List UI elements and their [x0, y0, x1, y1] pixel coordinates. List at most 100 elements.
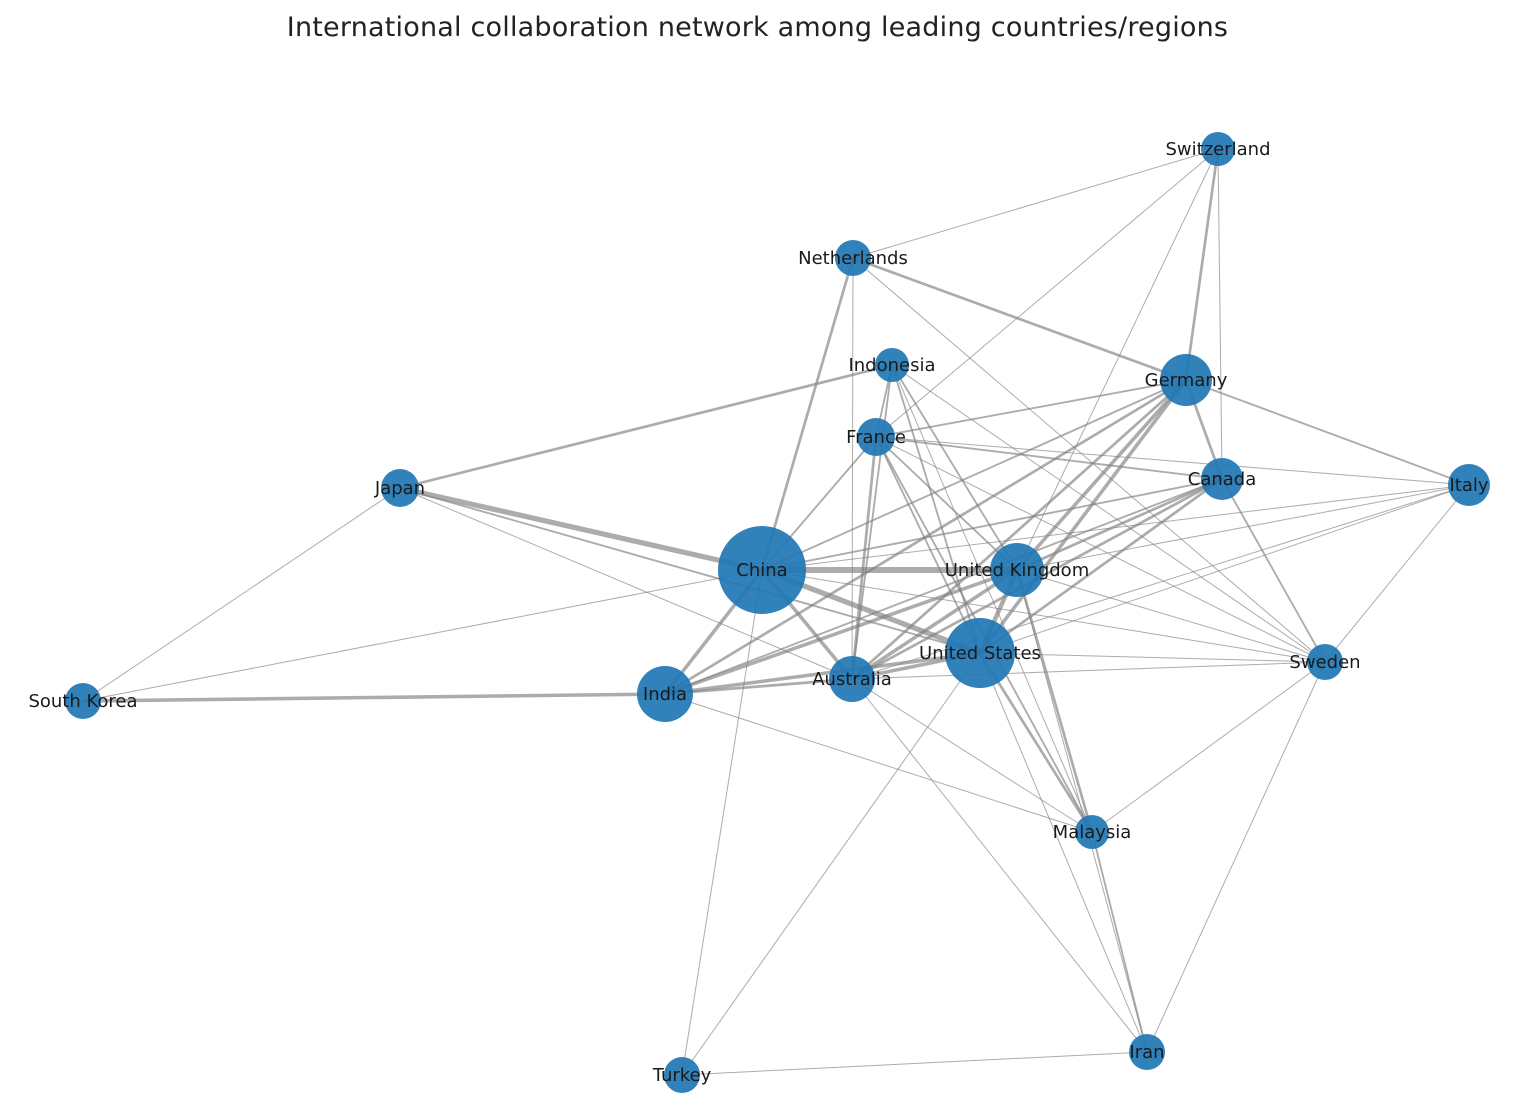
node-label-france: France: [846, 427, 906, 448]
edge-india-malaysia: [664, 693, 1093, 833]
edge-australia-malaysia: [851, 678, 1093, 833]
node-sweden: [1307, 644, 1343, 680]
node-uk: [990, 543, 1044, 597]
edge-us-germany: [978, 378, 1188, 655]
edge-us-italy: [979, 484, 1470, 654]
edge-uk-india: [663, 568, 1019, 696]
node-label-australia: Australia: [812, 669, 892, 690]
edge-germany-australia: [850, 378, 1188, 681]
node-japan: [381, 469, 419, 507]
edge-canada-sweden: [1221, 478, 1326, 663]
edge-germany-france: [875, 379, 1187, 438]
edge-uk-italy: [1016, 484, 1470, 571]
node-malaysia: [1075, 815, 1109, 849]
node-china: [718, 526, 806, 614]
edge-us-canada: [978, 477, 1224, 655]
node-turkey: [664, 1057, 700, 1093]
edge-indonesia-malaysia: [891, 364, 1093, 833]
edge-australia-indonesia: [851, 364, 893, 680]
node-label-canada: Canada: [1188, 469, 1257, 490]
edge-malaysia-iran: [1091, 831, 1148, 1053]
edge-us-japan: [399, 487, 981, 654]
node-label-india: India: [643, 684, 687, 705]
edge-china-canada: [761, 478, 1223, 571]
edge-uk-indonesia: [891, 364, 1018, 571]
node-italy: [1448, 464, 1490, 506]
edge-indonesia-japan: [398, 363, 894, 490]
node-label-italy: Italy: [1449, 475, 1488, 496]
node-india: [637, 666, 693, 722]
node-label-netherlands: Netherlands: [798, 248, 908, 269]
node-label-iran: Iran: [1129, 1042, 1164, 1063]
node-france: [857, 418, 895, 456]
edge-india-australia: [663, 677, 854, 696]
edge-china-netherlands: [760, 256, 855, 572]
edge-australia-france: [850, 435, 878, 681]
edge-australia-netherlands: [851, 257, 854, 680]
edge-us-india: [663, 651, 982, 696]
node-netherlands: [835, 240, 871, 276]
node-label-indonesia: Indonesia: [848, 355, 935, 376]
edge-uk-canada: [1015, 477, 1224, 572]
edge-japan-southkorea: [82, 487, 401, 702]
edge-us-iran: [979, 652, 1148, 1053]
edge-canada-france: [875, 436, 1223, 480]
edge-canada-switzerland: [1217, 148, 1223, 480]
node-label-sweden: Sweden: [1289, 652, 1360, 673]
edge-china-southkorea: [82, 569, 763, 702]
node-iran: [1129, 1034, 1165, 1070]
node-label-japan: Japan: [374, 478, 425, 499]
node-label-switzerland: Switzerland: [1166, 139, 1271, 160]
edge-france-italy: [875, 436, 1470, 486]
edge-germany-italy: [1185, 379, 1470, 486]
node-label-us: United States: [919, 643, 1041, 664]
edge-france-sweden: [875, 436, 1326, 663]
graph-title: International collaboration network amon…: [286, 12, 1229, 43]
edge-australia-japan: [399, 487, 853, 680]
edge-china-sweden: [761, 569, 1326, 663]
edge-uk-malaysia: [1015, 568, 1094, 834]
edge-uk-germany: [1015, 378, 1188, 572]
node-label-china: China: [736, 560, 787, 581]
edge-uk-australia: [850, 568, 1019, 681]
node-indonesia: [875, 348, 909, 382]
edge-china-germany: [761, 379, 1187, 571]
node-label-uk: United Kingdom: [945, 560, 1089, 581]
node-southkorea: [65, 683, 101, 719]
edge-germany-netherlands: [851, 256, 1188, 382]
edge-india-southkorea: [81, 692, 667, 703]
edge-sweden-iran: [1146, 661, 1326, 1053]
node-label-malaysia: Malaysia: [1053, 822, 1132, 843]
edges-layer: [81, 147, 1470, 1076]
edge-us-malaysia: [978, 651, 1094, 834]
edge-france-switzerland: [875, 148, 1219, 438]
node-us: [945, 618, 1015, 688]
edge-sweden-malaysia: [1091, 661, 1326, 833]
edge-india-germany: [663, 378, 1188, 696]
node-switzerland: [1201, 132, 1235, 166]
edge-us-france: [875, 436, 981, 654]
node-label-germany: Germany: [1145, 370, 1228, 391]
edge-iran-turkey: [681, 1051, 1148, 1076]
nodes-layer: [65, 132, 1490, 1093]
edge-germany-switzerland: [1184, 147, 1220, 382]
edge-australia-iran: [851, 678, 1148, 1053]
edge-china-turkey: [681, 569, 763, 1076]
edge-china-japan: [397, 485, 765, 573]
node-germany: [1160, 354, 1212, 406]
edge-us-turkey: [681, 652, 981, 1076]
edge-netherlands-sweden: [852, 257, 1326, 663]
edge-uk-france: [875, 436, 1018, 571]
edge-italy-sweden: [1324, 484, 1470, 663]
node-canada: [1201, 458, 1243, 500]
edge-indonesia-sweden: [891, 364, 1326, 663]
edge-india-canada: [664, 478, 1223, 695]
edge-australia-sweden: [851, 661, 1326, 680]
node-label-southkorea: South Korea: [28, 691, 137, 712]
edge-us-indonesia: [891, 364, 981, 654]
edge-netherlands-switzerland: [852, 148, 1219, 259]
edge-uk-iran: [1016, 569, 1148, 1053]
node-australia: [829, 656, 875, 702]
